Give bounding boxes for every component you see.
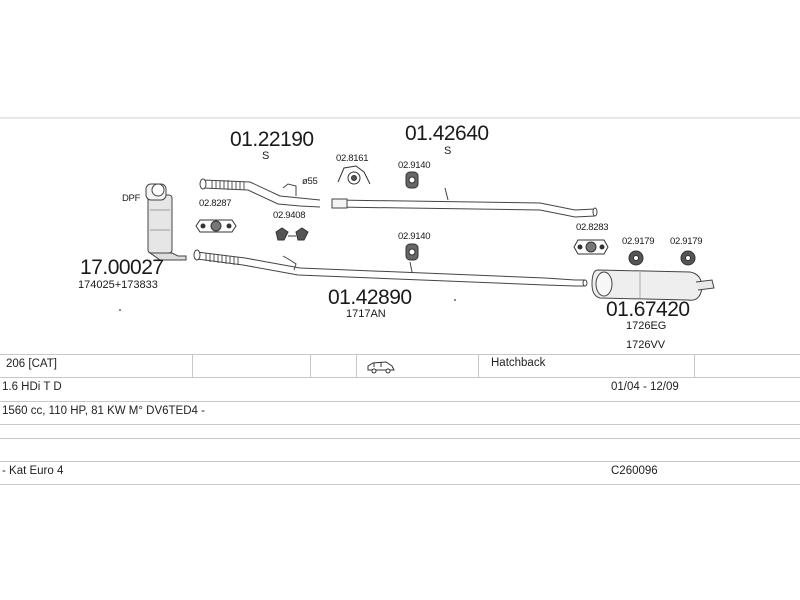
table-row-line (0, 438, 800, 439)
lower-pipe-part-number: 01.42890 (328, 286, 412, 309)
table-row-line (0, 354, 800, 355)
engine-cell: 1.6 HDi T D (2, 381, 62, 393)
hanger-02-9179-right-label: 02.9179 (670, 236, 703, 247)
table-column-divider (192, 354, 193, 377)
dot-mark (119, 309, 121, 311)
flex-section-upper (211, 180, 245, 190)
gasket-icon-02-8287 (195, 219, 237, 233)
hanger-icon-02-9179-left (628, 250, 644, 266)
dpf-sub-number: 174025+173833 (78, 279, 158, 291)
gasket-icon-02-8283 (573, 239, 609, 255)
gasket-icon-02-8161 (337, 165, 371, 185)
emission-cell: - Kat Euro 4 (2, 465, 64, 477)
front-pipe-s-label: S (262, 150, 270, 162)
dot-mark-2 (454, 299, 456, 301)
center-pipe-upper (331, 187, 598, 218)
code-cell: C260096 (611, 465, 658, 477)
front-pipe-part-number: 01.22190 (230, 128, 314, 151)
hanger-bracket-upper (282, 183, 297, 196)
front-pipe-upper (199, 178, 321, 208)
table-row-line (0, 424, 800, 425)
flex-section-lower (205, 253, 239, 265)
gasket-02-8287-label: 02.8287 (199, 198, 232, 209)
center-pipe-s-label: S (444, 145, 452, 157)
lower-pipe (193, 249, 588, 287)
dpf-label: DPF (122, 193, 141, 204)
hanger-icon-02-9140-lower (405, 243, 419, 261)
hanger-02-9179-left-label: 02.9179 (622, 236, 655, 247)
clamp-02-9408-label: 02.9408 (273, 210, 306, 221)
rear-silencer (591, 269, 715, 301)
table-column-divider (478, 354, 479, 377)
body-type-cell: Hatchback (491, 357, 546, 369)
center-pipe-part-number: 01.42640 (405, 122, 489, 145)
period-cell: 01/04 - 12/09 (611, 381, 679, 393)
hanger-icon-02-9179-right (680, 250, 696, 266)
table-row-line (0, 377, 800, 378)
rear-silencer-part-number: 01.67420 (606, 298, 690, 321)
table-row-line (0, 461, 800, 462)
gasket-02-8283-label: 02.8283 (576, 222, 609, 233)
table-column-divider (694, 354, 695, 377)
dpf-part-number: 17.00027 (80, 256, 164, 279)
hatchback-car-icon (367, 361, 395, 374)
rear-silencer-sub-number-2: 1726VV (626, 339, 666, 351)
table-row-line (0, 401, 800, 402)
table-column-divider (356, 354, 357, 377)
model-cell: 206 [CAT] (6, 358, 57, 370)
hanger-02-9140-lower-label: 02.9140 (398, 231, 431, 242)
hanger-icon-02-9140-top (405, 171, 419, 189)
hanger-02-9140-top-label: 02.9140 (398, 160, 431, 171)
spec-cell: 1560 cc, 110 HP, 81 KW M° DV6TED4 - (2, 405, 205, 417)
clamp-icon-02-9408 (275, 227, 309, 241)
table-row-line (0, 484, 800, 485)
dpf-unit (145, 183, 187, 261)
lower-pipe-sub-number: 1717AN (346, 308, 386, 320)
pipe-size-label: ø55 (302, 176, 318, 187)
table-column-divider (310, 354, 311, 377)
gasket-02-8161-label: 02.8161 (336, 153, 369, 164)
rear-silencer-sub-number-1: 1726EG (626, 320, 667, 332)
